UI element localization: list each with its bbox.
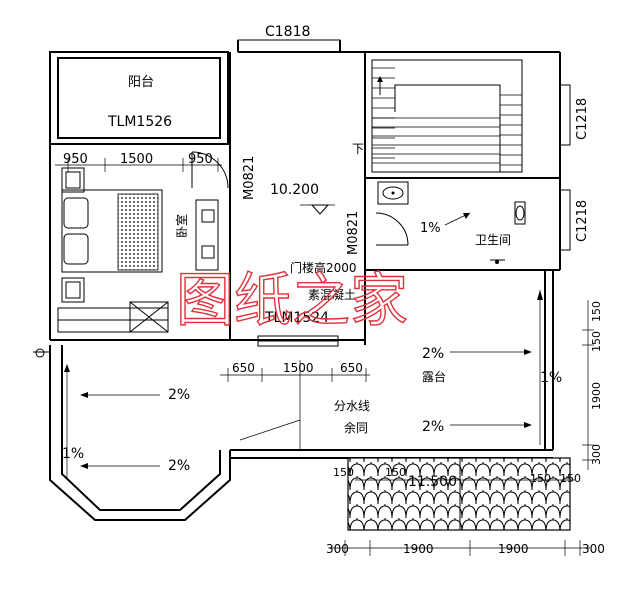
staircase bbox=[371, 59, 523, 173]
bottom-dim-300-left: 300 bbox=[326, 542, 349, 556]
dim-right-300: 300 bbox=[590, 444, 603, 465]
roof-dim-11500: 11.500 bbox=[408, 474, 457, 490]
watermark: 图纸之家 bbox=[176, 266, 408, 334]
bathroom-fixtures bbox=[375, 181, 526, 264]
balcony-label: 阳台 bbox=[128, 75, 154, 90]
roof-dim-150a: 150 bbox=[333, 466, 354, 479]
bath-door-swing bbox=[375, 212, 409, 246]
window-label-top: C1818 bbox=[265, 24, 310, 40]
window-right-b bbox=[559, 189, 571, 251]
bathroom-label: 卫生间 bbox=[475, 233, 511, 247]
tlm1524-door bbox=[257, 335, 339, 347]
dim-bed-right: 950 bbox=[188, 152, 213, 167]
tlm1524-label: TLM1524 bbox=[264, 310, 329, 326]
dimension-lines bbox=[55, 158, 594, 556]
door-label-a: M0821 bbox=[242, 156, 257, 200]
balcony-door-label: TLM1526 bbox=[107, 114, 172, 130]
roof-dim-150b: 150 bbox=[385, 466, 406, 479]
dim-mid-left: 650 bbox=[232, 361, 255, 375]
bedroom-furniture bbox=[57, 151, 229, 333]
dim-mid-mid: 1500 bbox=[283, 361, 314, 375]
same-note: 余同 bbox=[344, 420, 368, 435]
left-slope-side: 1% bbox=[62, 446, 84, 462]
door-label-b: M0821 bbox=[346, 211, 361, 255]
concrete-note: 素混凝土 bbox=[308, 287, 356, 302]
terrace-slope-right: 1% bbox=[540, 370, 562, 386]
stair-down-label: 下 bbox=[352, 142, 364, 156]
window-right-a bbox=[559, 84, 571, 146]
left-slope-top: 2% bbox=[168, 387, 190, 403]
front-balcony bbox=[33, 345, 301, 521]
dim-right-150b: 150 bbox=[590, 331, 603, 352]
balcony-inner bbox=[57, 57, 221, 139]
bedroom-label: 卧室 bbox=[174, 214, 189, 238]
roof-tiles bbox=[347, 457, 571, 531]
door-height-note: 门楼高2000 bbox=[290, 260, 357, 275]
terrace-slope-bottom: 2% bbox=[422, 419, 444, 435]
terrace-slope-top: 2% bbox=[422, 346, 444, 362]
bottom-dim-1900-a: 1900 bbox=[403, 542, 434, 556]
desk bbox=[195, 199, 219, 271]
dim-mid-right: 650 bbox=[340, 361, 363, 375]
window-label-right-b: C1218 bbox=[575, 200, 590, 242]
bottom-dim-1900-b: 1900 bbox=[498, 542, 529, 556]
dim-bed-left: 950 bbox=[63, 152, 88, 167]
bath-slope: 1% bbox=[420, 221, 441, 236]
bottom-dim-300-right: 300 bbox=[582, 542, 605, 556]
bed bbox=[61, 189, 163, 273]
walls bbox=[49, 39, 571, 459]
bedroom-door-swing bbox=[191, 151, 229, 189]
roof-dim-150d: 150 bbox=[560, 472, 581, 485]
elevation-label: 10.200 bbox=[270, 182, 319, 198]
terrace-arrows bbox=[450, 290, 543, 445]
dim-bed-mid: 1500 bbox=[120, 152, 153, 167]
text-labels: C1818 阳台 TLM1526 950 1500 950 M0821 10.2… bbox=[62, 24, 605, 556]
terrace-label: 露台 bbox=[422, 369, 446, 384]
water-line-label: 分水线 bbox=[334, 399, 370, 413]
roof-dim-150c: 150 bbox=[530, 472, 551, 485]
dim-right-1900: 1900 bbox=[590, 382, 603, 410]
window-label-right-a: C1218 bbox=[575, 98, 590, 140]
dim-right-150a: 150 bbox=[590, 301, 603, 322]
left-slope-bottom: 2% bbox=[168, 458, 190, 474]
balcony-room bbox=[49, 51, 229, 145]
